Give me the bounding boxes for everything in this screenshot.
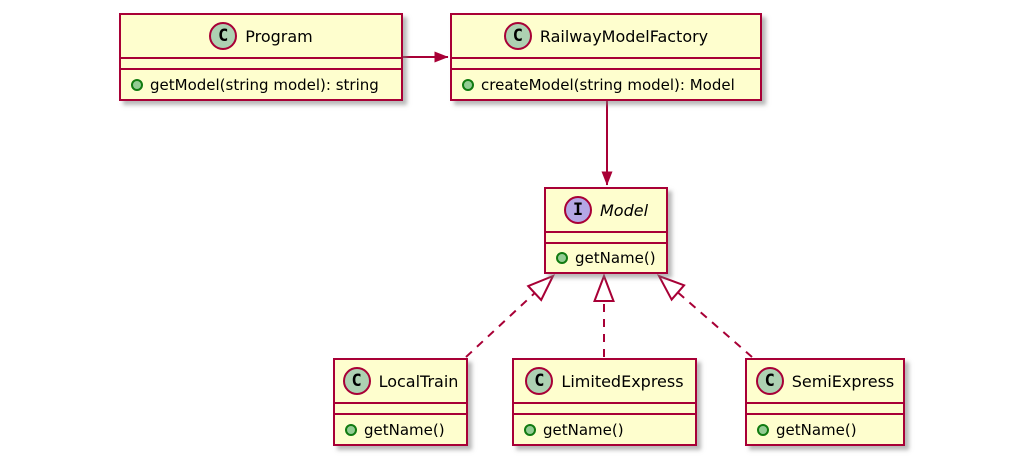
edge-localtrain-realizes-model bbox=[465, 274, 556, 358]
interface-box-model: I Model getName() bbox=[544, 187, 668, 274]
methods-compartment: getName() bbox=[546, 244, 666, 272]
methods-compartment: getName() bbox=[747, 415, 903, 444]
method-label: getName() bbox=[575, 249, 656, 267]
class-spot-icon: C bbox=[755, 367, 784, 395]
empty-fields-compartment bbox=[452, 57, 760, 70]
class-spot-icon: C bbox=[503, 22, 532, 50]
class-title: C SemiExpress bbox=[747, 360, 903, 402]
class-title: C Program bbox=[121, 15, 401, 57]
interface-name: Model bbox=[599, 200, 649, 220]
interface-title: I Model bbox=[546, 189, 666, 231]
empty-fields-compartment bbox=[546, 231, 666, 244]
method-label: getModel(string model): string bbox=[150, 75, 379, 94]
empty-fields-compartment bbox=[514, 402, 695, 415]
class-name: LimitedExpress bbox=[561, 371, 684, 391]
public-visibility-icon bbox=[131, 78, 143, 91]
class-name: Program bbox=[245, 26, 313, 46]
class-box-railwaymodelfactory: C RailwayModelFactory createModel(string… bbox=[450, 13, 762, 101]
class-title: C LocalTrain bbox=[335, 360, 466, 402]
public-visibility-icon bbox=[345, 423, 357, 436]
class-name: RailwayModelFactory bbox=[539, 26, 709, 46]
class-name: LocalTrain bbox=[378, 371, 459, 391]
class-box-semiexpress: C SemiExpress getName() bbox=[745, 358, 905, 446]
method-label: createModel(string model): Model bbox=[481, 75, 735, 94]
class-title: C LimitedExpress bbox=[514, 360, 695, 402]
class-box-localtrain: C LocalTrain getName() bbox=[333, 358, 468, 446]
public-visibility-icon bbox=[556, 252, 568, 264]
methods-compartment: createModel(string model): Model bbox=[452, 70, 760, 99]
method-label: getName() bbox=[364, 420, 445, 439]
public-visibility-icon bbox=[524, 423, 536, 436]
class-box-limitedexpress: C LimitedExpress getName() bbox=[512, 358, 697, 446]
edge-semiexpress-realizes-model bbox=[656, 274, 753, 358]
empty-fields-compartment bbox=[335, 402, 466, 415]
empty-fields-compartment bbox=[121, 57, 401, 70]
public-visibility-icon bbox=[462, 78, 474, 91]
method-label: getName() bbox=[543, 420, 624, 439]
class-title: C RailwayModelFactory bbox=[452, 15, 760, 57]
method-label: getName() bbox=[776, 420, 857, 439]
interface-spot-icon: I bbox=[563, 196, 592, 224]
methods-compartment: getName() bbox=[514, 415, 695, 444]
class-box-program: C Program getModel(string model): string bbox=[119, 13, 403, 101]
class-spot-icon: C bbox=[342, 367, 371, 395]
public-visibility-icon bbox=[757, 423, 769, 436]
class-name: SemiExpress bbox=[791, 371, 895, 391]
class-spot-icon: C bbox=[209, 22, 238, 50]
methods-compartment: getModel(string model): string bbox=[121, 70, 401, 99]
methods-compartment: getName() bbox=[335, 415, 466, 444]
class-spot-icon: C bbox=[525, 367, 554, 395]
empty-fields-compartment bbox=[747, 402, 903, 415]
